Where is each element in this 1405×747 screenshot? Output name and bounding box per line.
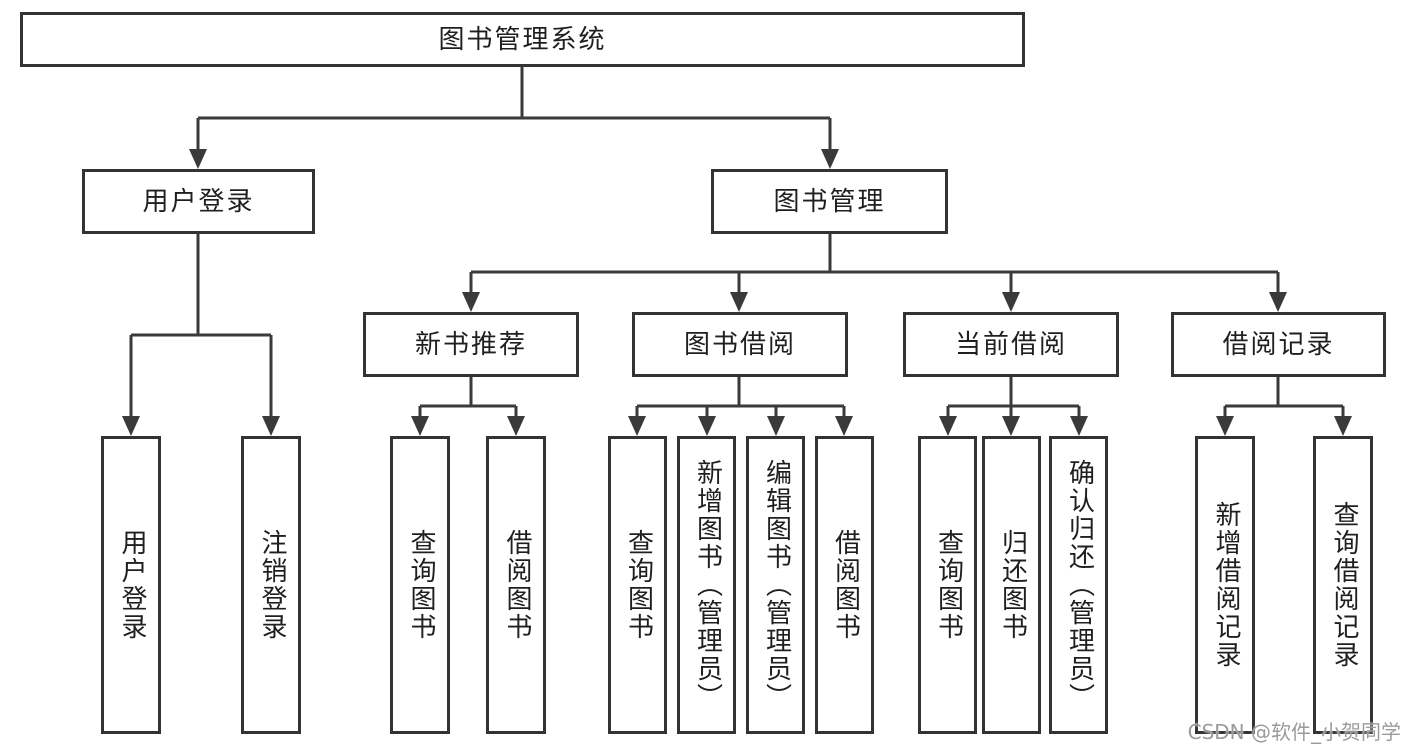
node-book-borrowing-label: 图书借阅 — [683, 329, 796, 360]
node-borrowing-records: 借阅记录 — [1171, 312, 1386, 377]
node-borrowing-records-label: 借阅记录 — [1222, 329, 1335, 360]
leaf-borrow-books-borrowing-label: 借阅图书 — [830, 529, 861, 641]
node-user-login-branch: 用户登录 — [82, 169, 315, 234]
leaf-add-book-admin: 新增图书（管理员） — [677, 436, 736, 734]
node-current-borrowing: 当前借阅 — [903, 312, 1119, 377]
leaf-query-books-borrowing: 查询图书 — [608, 436, 667, 734]
node-current-borrowing-label: 当前借阅 — [954, 329, 1067, 360]
leaf-query-books-recommend-label: 查询图书 — [405, 529, 436, 641]
leaf-query-borrow-record-label: 查询借阅记录 — [1328, 501, 1359, 669]
leaf-confirm-return-admin: 确认归还（管理员） — [1049, 436, 1108, 734]
leaf-edit-book-admin: 编辑图书（管理员） — [746, 436, 805, 734]
node-book-management-label: 图书管理 — [773, 186, 886, 217]
leaf-logout-label: 注销登录 — [256, 529, 287, 641]
leaf-borrow-books-recommend: 借阅图书 — [486, 436, 546, 734]
leaf-query-borrow-record: 查询借阅记录 — [1313, 436, 1373, 734]
leaf-return-book-label: 归还图书 — [997, 529, 1028, 641]
node-book-management: 图书管理 — [711, 169, 948, 234]
watermark: CSDN @软件_小贺同学 — [1187, 720, 1401, 744]
node-library-system: 图书管理系统 — [20, 12, 1025, 67]
node-new-book-recommendation: 新书推荐 — [363, 312, 579, 377]
leaf-query-books-current-label: 查询图书 — [933, 529, 964, 641]
leaf-edit-book-admin-label: 编辑图书（管理员） — [761, 459, 792, 711]
leaf-query-books-current: 查询图书 — [918, 436, 977, 734]
leaf-query-books-recommend: 查询图书 — [390, 436, 450, 734]
leaf-user-login-label: 用户登录 — [116, 529, 147, 641]
leaf-query-books-borrowing-label: 查询图书 — [623, 529, 654, 641]
leaf-borrow-books-recommend-label: 借阅图书 — [501, 529, 532, 641]
leaf-add-book-admin-label: 新增图书（管理员） — [692, 459, 723, 711]
leaf-confirm-return-admin-label: 确认归还（管理员） — [1064, 459, 1095, 711]
node-new-book-recommendation-label: 新书推荐 — [414, 329, 527, 360]
node-book-borrowing: 图书借阅 — [632, 312, 848, 377]
node-user-login-branch-label: 用户登录 — [142, 186, 255, 217]
node-library-system-label: 图书管理系统 — [438, 24, 607, 55]
leaf-return-book: 归还图书 — [982, 436, 1041, 734]
leaf-user-login: 用户登录 — [101, 436, 161, 734]
leaf-borrow-books-borrowing: 借阅图书 — [815, 436, 874, 734]
leaf-add-borrow-record-label: 新增借阅记录 — [1210, 501, 1241, 669]
leaf-add-borrow-record: 新增借阅记录 — [1195, 436, 1255, 734]
leaf-logout: 注销登录 — [241, 436, 301, 734]
